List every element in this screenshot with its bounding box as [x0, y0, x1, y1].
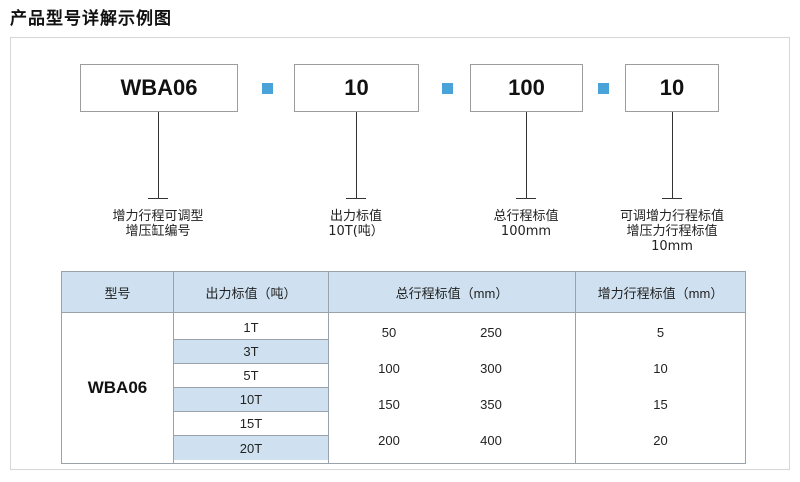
leader-bar	[662, 198, 682, 199]
header-model: 型号	[61, 271, 174, 313]
leader-line	[526, 112, 527, 198]
page-title: 产品型号详解示例图	[10, 9, 172, 29]
stroke-value: 250	[480, 325, 502, 340]
code-box-total-stroke: 100	[470, 64, 583, 112]
stroke-value: 50	[381, 325, 397, 340]
separator-dot	[598, 83, 609, 94]
code-box-boost-stroke: 10	[625, 64, 719, 112]
header-boost-stroke: 增力行程标值（mm）	[575, 271, 746, 313]
total-stroke-cell: 50 250 100 300 150 350 200 400	[328, 312, 576, 464]
adjust-value: 5	[656, 325, 665, 340]
leader-bar	[346, 198, 366, 199]
leader-line	[672, 112, 673, 198]
model-cell: WBA06	[61, 312, 174, 464]
code-box-model: WBA06	[80, 64, 238, 112]
separator-dot	[442, 83, 453, 94]
caption-total-stroke: 总行程标值 100mm	[493, 209, 559, 239]
table-row: WBA06 1T 3T 5T 10T 15T 20T 50 250 100 30…	[61, 312, 746, 464]
adjust-value: 15	[653, 397, 668, 412]
force-value: 15T	[174, 412, 328, 436]
leader-line	[158, 112, 159, 198]
leader-bar	[148, 198, 168, 199]
stroke-value: 300	[480, 361, 502, 376]
stroke-value: 350	[480, 397, 502, 412]
stroke-value: 400	[480, 433, 502, 448]
adjust-value: 10	[653, 361, 668, 376]
caption-boost-stroke: 可调增力行程标值 增压力行程标值 10mm	[619, 209, 724, 254]
leader-bar	[516, 198, 536, 199]
force-value: 3T	[174, 340, 328, 364]
stroke-value: 100	[378, 361, 400, 376]
force-value: 1T	[174, 316, 328, 340]
force-value: 10T	[174, 388, 328, 412]
caption-force: 出力标值 10T(吨）	[328, 209, 384, 239]
code-box-force: 10	[294, 64, 419, 112]
leader-line	[356, 112, 357, 198]
adjust-value: 20	[653, 433, 668, 448]
stroke-value: 200	[378, 433, 400, 448]
header-force: 出力标值（吨）	[173, 271, 329, 313]
boost-stroke-cell: 5 10 15 20	[575, 312, 746, 464]
force-value: 5T	[174, 364, 328, 388]
caption-model: 增力行程可调型 增压缸编号	[112, 209, 204, 239]
stroke-value: 150	[378, 397, 400, 412]
spec-table: 型号 出力标值（吨） 总行程标值（mm） 增力行程标值（mm） WBA06 1T…	[61, 271, 746, 464]
header-total-stroke: 总行程标值（mm）	[328, 271, 576, 313]
force-value: 20T	[174, 436, 328, 460]
force-cell: 1T 3T 5T 10T 15T 20T	[173, 312, 329, 464]
table-header-row: 型号 出力标值（吨） 总行程标值（mm） 增力行程标值（mm）	[61, 271, 746, 313]
separator-dot	[262, 83, 273, 94]
